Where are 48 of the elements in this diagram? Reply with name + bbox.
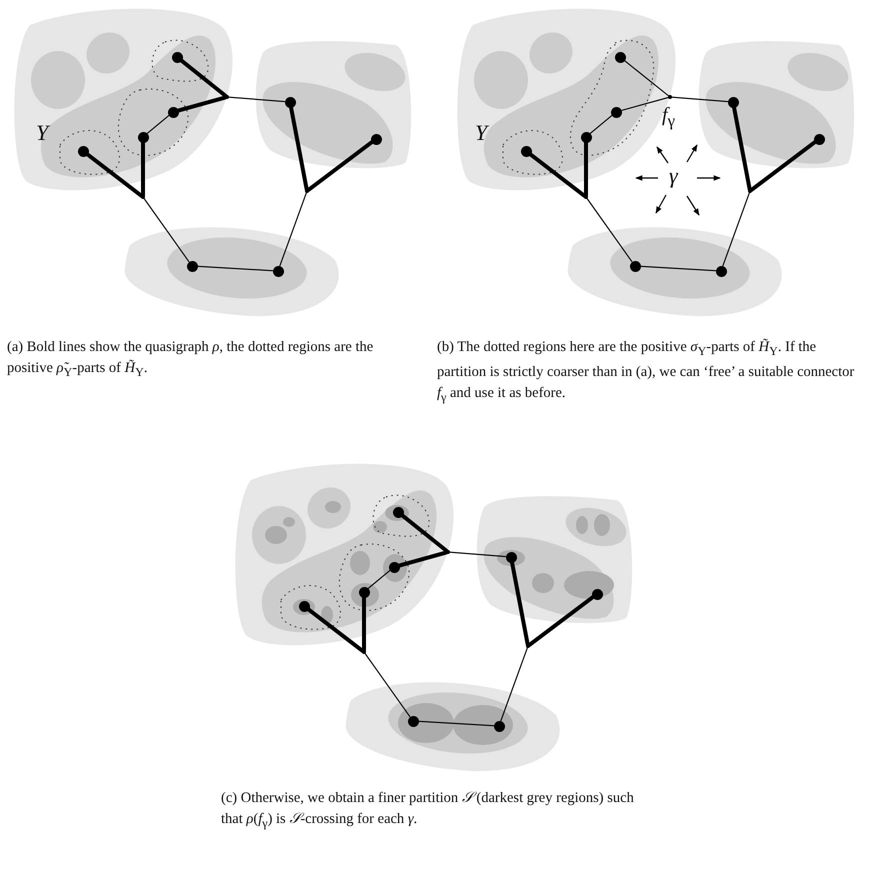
bold-edge — [750, 140, 817, 192]
region-label: Y — [36, 121, 48, 146]
junction-point — [748, 189, 752, 193]
bold-edge — [510, 560, 530, 646]
edge-line — [586, 198, 632, 262]
bold-edge — [176, 96, 228, 113]
edge-line — [671, 96, 728, 102]
junction-point — [446, 550, 450, 554]
junction-point — [305, 189, 309, 193]
edge-line — [196, 266, 274, 272]
region-label: Y — [475, 121, 488, 146]
bold-edge — [362, 596, 366, 652]
figure-caption: (a) Bold lines show the quasigraph ρ, the dotted regions are the positive ρ̃$_{Y}$-parts of H̃$_{Y}$. — [7, 338, 374, 381]
edge-line — [418, 720, 494, 726]
bold-edge — [289, 105, 309, 192]
math-symbol: γ — [669, 164, 678, 188]
bold-edge — [528, 152, 586, 198]
figure-caption: (b) The dotted regions here are the positive σ$_{Y}$-parts of H̃$_{Y}$. If the partition is strictly coarser than in (a), we can ‘free’ a suitable connector f$_{γ}$ and use it as before. — [437, 338, 856, 406]
bold-edge — [732, 105, 752, 192]
junction-point — [584, 195, 588, 199]
edge-line — [144, 198, 190, 262]
junction-point — [526, 644, 530, 648]
bold-edge — [179, 58, 228, 98]
edge-line — [368, 570, 390, 590]
edge-line — [228, 96, 286, 102]
bold-edge — [528, 595, 595, 647]
edge-line — [279, 192, 307, 266]
junction-point — [141, 195, 145, 199]
bold-edge — [584, 140, 588, 197]
bold-edge — [397, 550, 448, 568]
bold-edge — [306, 607, 364, 653]
junction-point — [668, 95, 672, 99]
bold-edge — [141, 140, 145, 197]
edge-line — [500, 647, 528, 722]
edge-line — [449, 552, 506, 558]
edge-line — [146, 114, 170, 134]
edge-line — [620, 96, 669, 112]
junction-point — [362, 650, 366, 654]
bold-edge — [400, 513, 448, 553]
bold-edge — [85, 152, 144, 198]
figure-caption: (c) Otherwise, we obtain a finer partition 𝒮 (darkest grey regions) such that ρ(f$_{γ}$) is 𝒮-crossing for each γ. — [221, 789, 635, 832]
edge-line — [640, 266, 716, 272]
junction-point — [225, 95, 229, 99]
edge-line — [364, 653, 410, 718]
bold-edge — [306, 140, 374, 192]
edge-line — [722, 192, 750, 266]
edge-line — [590, 114, 612, 134]
connector-label: f$_{γ}$ — [662, 104, 675, 130]
